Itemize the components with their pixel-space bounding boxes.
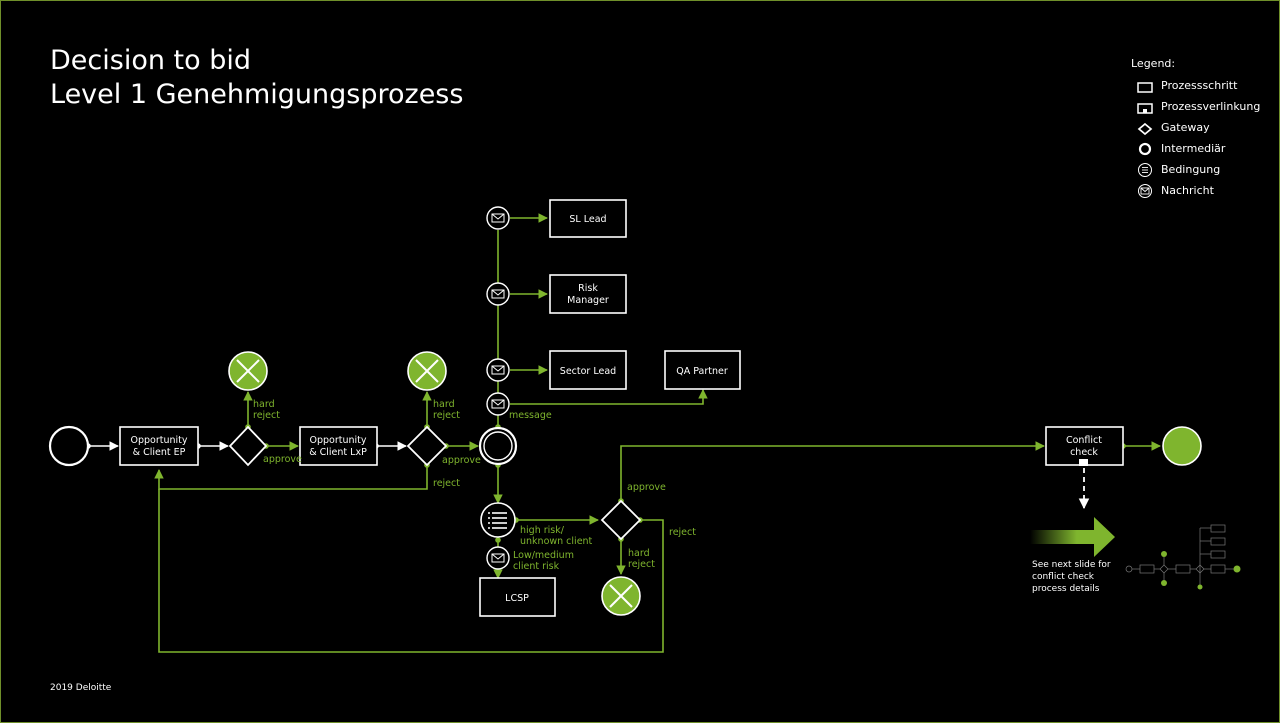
box-opportunity-lxp: Opportunity & Client LxP: [299, 426, 378, 466]
svg-text:& Client LxP: & Client LxP: [309, 447, 367, 458]
box-risk-manager: Risk Manager: [549, 274, 627, 314]
green-flows: [154, 213, 1161, 653]
mini-dot: [1161, 580, 1167, 586]
gateway-3: [600, 499, 642, 541]
label-high-risk-b: unknown client: [520, 536, 593, 547]
envelope-icon: [486, 546, 510, 570]
legend-item-prozessverlinkung: Prozessverlinkung: [1161, 100, 1261, 113]
svg-text:QA Partner: QA Partner: [676, 366, 728, 377]
gateway-2: [406, 425, 448, 467]
footer-copyright: 2019 Deloitte: [50, 683, 112, 693]
svg-text:Opportunity: Opportunity: [130, 435, 187, 446]
label-hard-reject-1b: reject: [253, 410, 280, 421]
rect-icon: [1137, 82, 1153, 93]
legend-item-gateway: Gateway: [1161, 121, 1210, 134]
mini-dot: [1197, 584, 1203, 590]
see-next-line-1: See next slide for: [1032, 560, 1111, 570]
svg-text:Sector Lead: Sector Lead: [560, 366, 616, 377]
label-low-risk-a: Low/medium: [513, 550, 574, 561]
box-lcsp: LCSP: [479, 577, 556, 617]
label-hard-reject-2a: hard: [433, 399, 455, 410]
legend-item-intermediar: Intermediär: [1161, 142, 1226, 155]
mini-dot: [1161, 551, 1167, 557]
label-reject-2: reject: [433, 478, 460, 489]
box-qa-partner: QA Partner: [664, 350, 741, 390]
ring-icon: [1138, 142, 1152, 156]
label-hard-reject-3a: hard: [628, 548, 650, 559]
condition-icon: [1138, 163, 1152, 177]
next-slide-arrow: [1030, 517, 1115, 557]
diamond-icon: [1137, 122, 1153, 136]
title-line-2: Level 1 Genehmigungsprozess: [50, 79, 464, 110]
label-low-risk-b: client risk: [513, 561, 560, 572]
label-hard-reject-3b: reject: [628, 559, 655, 570]
envelope-icon: [1138, 184, 1152, 198]
linked-rect-icon: [1137, 103, 1153, 114]
see-next-line-2: conflict check: [1032, 572, 1095, 582]
svg-text:Opportunity: Opportunity: [309, 435, 366, 446]
mini-process-thumbnail: [1125, 524, 1234, 587]
intermediate-event: [478, 426, 518, 466]
svg-text:& Client EP: & Client EP: [133, 447, 186, 458]
mini-dot: [1233, 565, 1241, 573]
page-title: Decision to bid Level 1 Genehmigungsproz…: [50, 44, 463, 112]
label-hard-reject-1a: hard: [253, 399, 275, 410]
box-sector-lead: Sector Lead: [549, 350, 627, 390]
svg-text:Manager: Manager: [567, 295, 609, 306]
label-high-risk-a: high risk/: [520, 525, 565, 536]
box-sl-lead: SL Lead: [549, 199, 627, 238]
svg-text:SL Lead: SL Lead: [569, 214, 606, 225]
label-approve-2: approve: [442, 455, 481, 466]
svg-text:Conflict: Conflict: [1066, 435, 1102, 446]
svg-text:Risk: Risk: [578, 283, 598, 294]
reject-end-event-2: [407, 351, 447, 391]
envelope-icon: [486, 206, 510, 230]
end-event: [1162, 426, 1202, 466]
label-approve-3: approve: [627, 482, 666, 493]
envelope-icon: [486, 282, 510, 306]
legend-heading: Legend:: [1131, 57, 1176, 70]
legend-item-nachricht: Nachricht: [1161, 184, 1214, 197]
label-message: message: [509, 410, 552, 421]
label-approve-1: approve: [263, 454, 302, 465]
see-next-line-3: process details: [1032, 584, 1100, 594]
box-opportunity-ep: Opportunity & Client EP: [119, 426, 199, 466]
start-event: [48, 425, 90, 467]
condition-icon: [480, 502, 516, 538]
reject-end-event-3: [601, 576, 641, 616]
title-line-1: Decision to bid: [50, 45, 251, 76]
svg-text:check: check: [1070, 447, 1098, 458]
box-conflict-check: Conflict check: [1045, 426, 1124, 466]
reject-end-event-1: [228, 351, 268, 391]
gateway-1: [228, 425, 268, 467]
envelope-icon: [486, 358, 510, 382]
legend-item-prozessschritt: Prozessschritt: [1161, 79, 1238, 92]
legend-item-bedingung: Bedingung: [1161, 163, 1221, 176]
label-hard-reject-2b: reject: [433, 410, 460, 421]
svg-text:LCSP: LCSP: [505, 593, 529, 604]
envelope-icon: [486, 392, 510, 416]
legend-icons: [1137, 82, 1153, 198]
label-reject-3: reject: [669, 527, 696, 538]
